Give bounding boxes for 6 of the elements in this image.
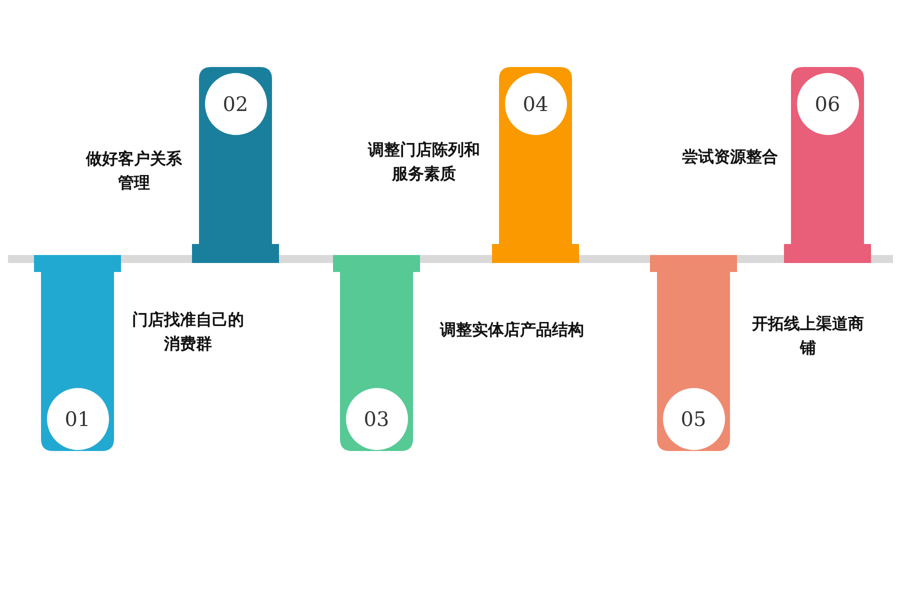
description-text: 做好客户关系管理 — [84, 148, 183, 194]
description-text: 调整实体店产品结构 — [438, 319, 585, 341]
description-text: 调整门店陈列和服务素质 — [366, 139, 481, 185]
description-text: 尝试资源整合 — [681, 146, 779, 168]
description-text: 门店找准自己的消费群 — [131, 309, 245, 355]
description-text: 开拓线上渠道商铺 — [751, 313, 865, 359]
